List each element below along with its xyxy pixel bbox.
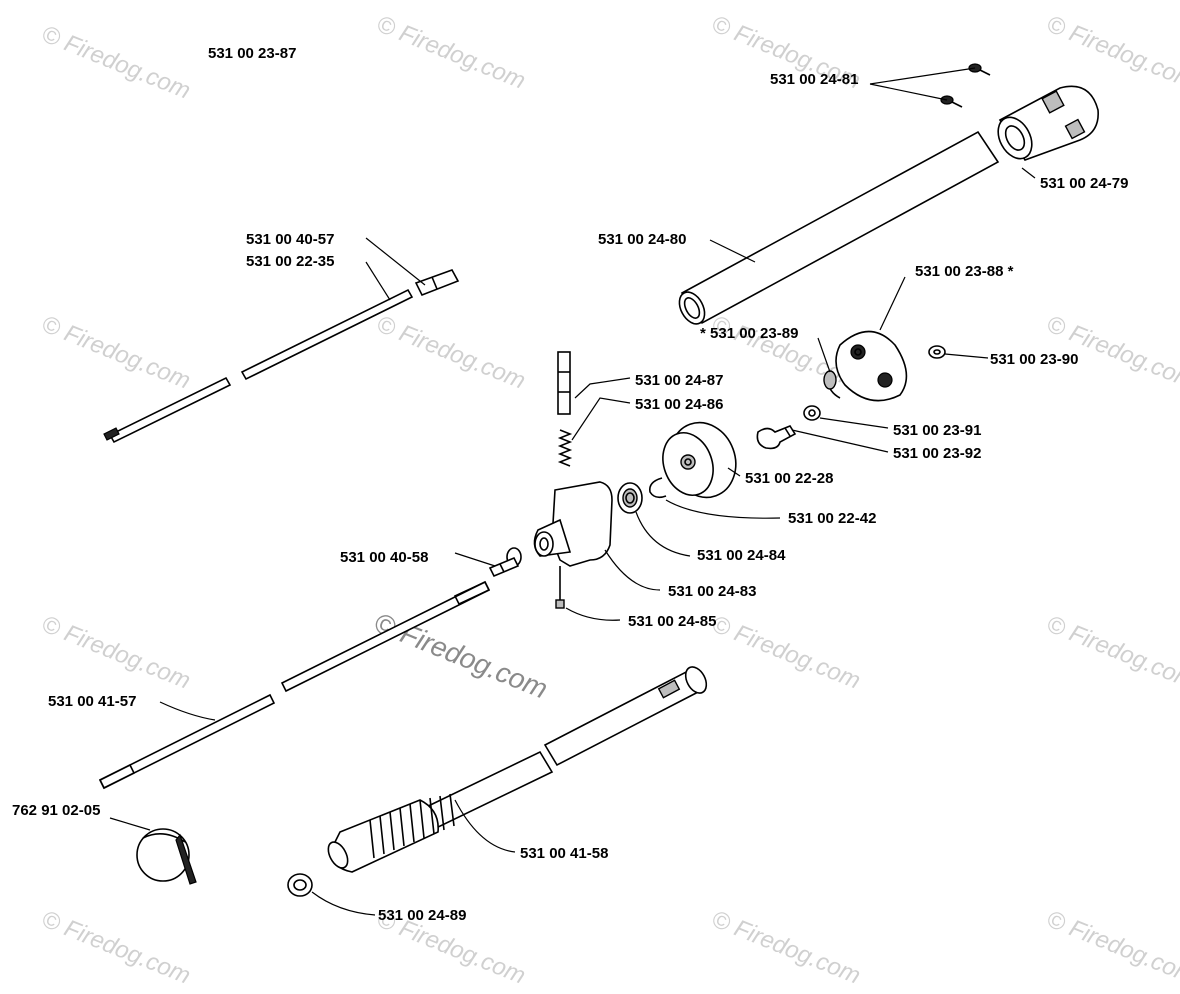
watermark: © Firedog.com <box>373 11 529 95</box>
label-531-00-41-57: 531 00 41-57 <box>48 693 136 710</box>
label-531-00-23-91: 531 00 23-91 <box>893 422 981 439</box>
label-531-00-24-86: 531 00 24-86 <box>635 396 723 413</box>
clamp-bracket <box>997 85 1099 161</box>
label-531-00-41-58: 531 00 41-58 <box>520 845 608 862</box>
clutch-shoes <box>756 330 946 450</box>
label-531-00-22-35: 531 00 22-35 <box>246 253 334 270</box>
snap-ring <box>648 477 667 499</box>
label-531-00-24-84: 531 00 24-84 <box>697 547 786 564</box>
shaft-upper <box>103 269 460 444</box>
label-762-91-02-05: 762 91 02-05 <box>12 802 100 819</box>
label-531-00-40-57: 531 00 40-57 <box>246 231 334 248</box>
watermark: © Firedog.com <box>38 611 194 695</box>
bearing <box>617 482 643 514</box>
label-531-00-22-28: 531 00 22-28 <box>745 470 833 487</box>
label-531-00-23-87: 531 00 23-87 <box>208 45 296 62</box>
o-ring <box>287 873 313 897</box>
screws <box>940 63 991 108</box>
clutch-drum <box>662 421 737 499</box>
label-531-00-24-80: 531 00 24-80 <box>598 231 686 248</box>
watermark: © Firedog.com <box>38 906 194 990</box>
watermark: © Firedog.com <box>708 906 864 990</box>
label-531-00-23-88: 531 00 23-88 * <box>915 263 1014 280</box>
coupling <box>488 547 522 578</box>
tube-upper <box>678 130 1000 325</box>
watermark: © Firedog.com <box>38 311 194 395</box>
label-531-00-40-58: 531 00 40-58 <box>340 549 428 566</box>
watermark: © Firedog.com <box>38 21 194 105</box>
watermark: © Firedog.com <box>1043 11 1180 95</box>
shaft-lower <box>98 580 491 790</box>
pin-and-spring <box>557 351 573 467</box>
label-531-00-22-42: 531 00 22-42 <box>788 510 876 527</box>
watermark: © Firedog.com <box>1043 611 1180 695</box>
watermark: © Firedog.com <box>1043 906 1180 990</box>
label-531-00-24-79: 531 00 24-79 <box>1040 175 1128 192</box>
hose-clamp <box>136 828 197 885</box>
label-531-00-23-90: 531 00 23-90 <box>990 351 1078 368</box>
leader-lines <box>109 67 1036 916</box>
watermark: © Firedog.com <box>708 611 864 695</box>
gear-housing <box>533 481 613 609</box>
label-531-00-24-87: 531 00 24-87 <box>635 372 723 389</box>
part-labels: 531 00 23-87 531 00 24-81 531 00 24-79 5… <box>12 45 1128 924</box>
label-531-00-24-83: 531 00 24-83 <box>668 583 756 600</box>
tube-lower <box>327 666 708 873</box>
label-531-00-24-81: 531 00 24-81 <box>770 71 858 88</box>
watermark: © Firedog.com <box>373 311 529 395</box>
label-531-00-23-92: 531 00 23-92 <box>893 445 981 462</box>
label-531-00-23-89: * 531 00 23-89 <box>700 325 798 342</box>
label-531-00-24-85: 531 00 24-85 <box>628 613 716 630</box>
label-531-00-24-89: 531 00 24-89 <box>378 907 466 924</box>
watermark-center: © Firedog.com <box>370 607 552 705</box>
